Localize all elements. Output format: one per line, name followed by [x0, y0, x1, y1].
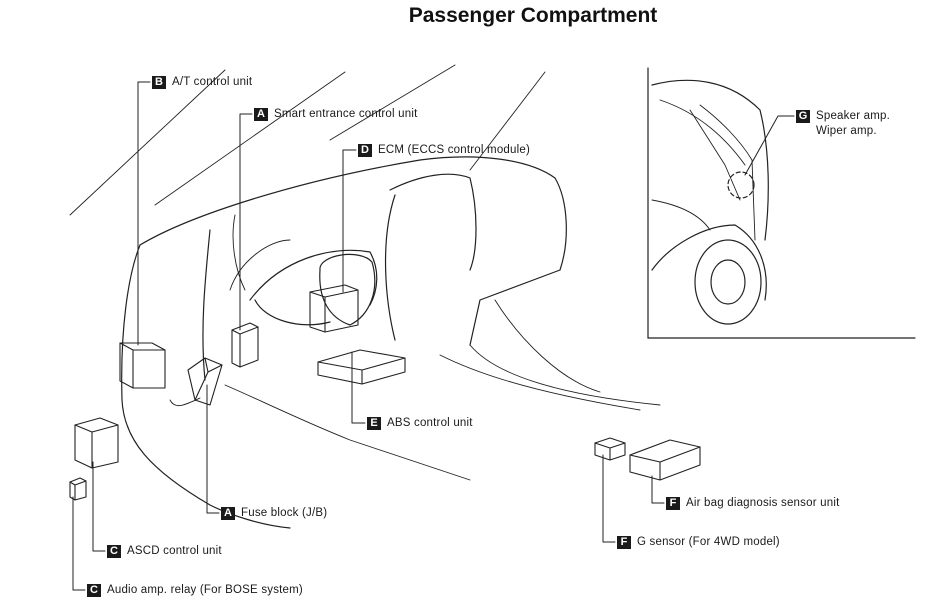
callout-air-bag-diagnosis-sensor-unit: F Air bag diagnosis sensor unit [666, 496, 839, 511]
callout-label-second-line: Wiper amp. [816, 125, 877, 137]
vehicle-rear-inset [647, 67, 916, 339]
page-title: Passenger Compartment [408, 4, 658, 27]
callout-label: Audio amp. relay (For BOSE system) [107, 584, 303, 596]
callout-at-control-unit: B A/T control unit [152, 75, 252, 90]
letter-badge: B [152, 76, 166, 89]
callout-label: G sensor (For 4WD model) [637, 536, 780, 548]
callout-abs-control-unit: E ABS control unit [367, 416, 473, 431]
dashboard-outline [121, 156, 661, 529]
letter-badge: F [666, 497, 680, 510]
callout-smart-entrance-control-unit: A Smart entrance control unit [254, 107, 417, 122]
callout-label: Speaker amp. [816, 110, 890, 122]
callout-label: A/T control unit [172, 76, 253, 88]
letter-badge: F [617, 536, 631, 549]
callout-label: Fuse block (J/B) [241, 507, 328, 519]
letter-badge: C [107, 545, 121, 558]
callout-fuse-block: A Fuse block (J/B) [221, 506, 327, 521]
letter-badge: G [796, 110, 810, 123]
component-boxes [69, 284, 701, 501]
callout-audio-amp-relay: C Audio amp. relay (For BOSE system) [87, 583, 303, 598]
callout-ascd-control-unit: C ASCD control unit [107, 544, 222, 559]
callout-speaker-wiper-amp: G Speaker amp. Wiper amp. [796, 109, 890, 139]
leader-lines [72, 81, 795, 591]
perspective-lines [69, 64, 546, 216]
callout-ecm: D ECM (ECCS control module) [358, 143, 530, 158]
callout-label: ASCD control unit [127, 545, 222, 557]
callout-label: ECM (ECCS control module) [378, 144, 530, 156]
letter-badge: D [358, 144, 372, 157]
callout-label: Air bag diagnosis sensor unit [686, 497, 840, 509]
callout-g-sensor: F G sensor (For 4WD model) [617, 535, 780, 550]
letter-badge: A [221, 507, 235, 520]
letter-badge: E [367, 417, 381, 430]
letter-badge: A [254, 108, 268, 121]
letter-badge: C [87, 584, 101, 597]
callout-label: ABS control unit [387, 417, 473, 429]
callout-label: Smart entrance control unit [274, 108, 418, 120]
